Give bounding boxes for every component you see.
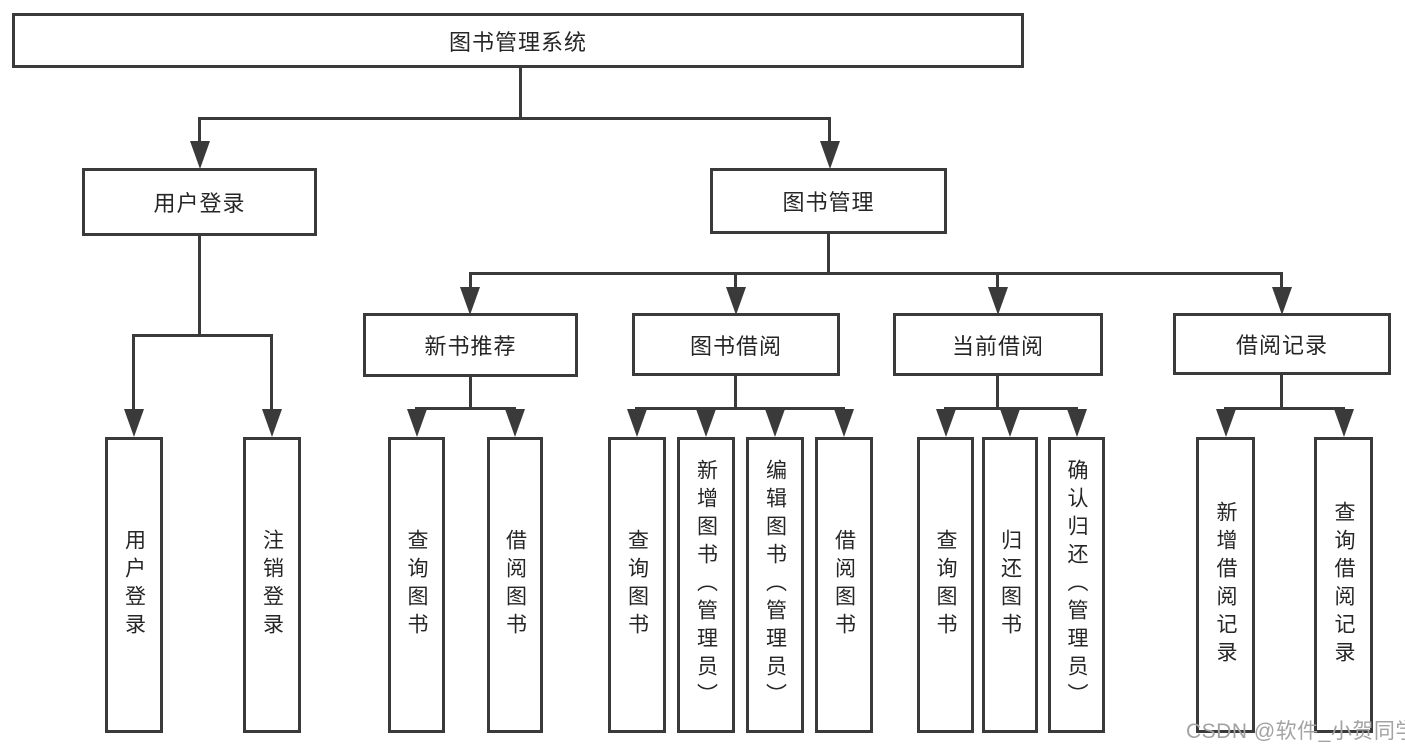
leaf-borrow-book: 借阅图书 bbox=[487, 437, 543, 733]
connector-rail bbox=[415, 407, 516, 410]
node-label: 查询借阅记录 bbox=[1332, 501, 1356, 669]
leaf-query-books: 查询图书 bbox=[388, 437, 445, 733]
leaf-add-book-admin: 新增图书（管理员） bbox=[677, 437, 735, 733]
connector-line bbox=[469, 374, 472, 410]
node-label: 借阅记录 bbox=[1235, 333, 1328, 358]
node-label: 借阅图书 bbox=[503, 529, 527, 641]
node-label: 借阅图书 bbox=[832, 529, 856, 641]
connector-line bbox=[198, 234, 201, 336]
arrow-down-icon bbox=[1216, 409, 1236, 437]
arrow-down-icon bbox=[1272, 287, 1292, 315]
connector-rail bbox=[198, 117, 831, 120]
arrow-down-icon bbox=[726, 287, 746, 315]
connector-line bbox=[1280, 374, 1283, 410]
node-label: 归还图书 bbox=[998, 529, 1022, 641]
arrow-down-icon bbox=[262, 409, 282, 437]
leaf-logout-login: 注销登录 bbox=[243, 437, 301, 733]
connector-line bbox=[734, 272, 737, 290]
node-label: 查询图书 bbox=[625, 529, 649, 641]
node-label: 查询图书 bbox=[405, 529, 429, 641]
leaf-borrow-book: 借阅图书 bbox=[815, 437, 873, 733]
leaf-query-borrow-record: 查询借阅记录 bbox=[1314, 437, 1373, 733]
connector-rail bbox=[469, 272, 1283, 275]
connector-line bbox=[996, 272, 999, 290]
leaf-query-books: 查询图书 bbox=[608, 437, 666, 733]
connector-line bbox=[1280, 272, 1283, 290]
node-label: 新增借阅记录 bbox=[1214, 501, 1238, 669]
leaf-user-login: 用户登录 bbox=[105, 437, 163, 733]
node-label: 图书借阅 bbox=[689, 333, 782, 359]
arrow-down-icon bbox=[696, 409, 716, 437]
connector-rail bbox=[132, 334, 273, 337]
connector-line bbox=[827, 231, 830, 275]
node-label: 新书推荐 bbox=[424, 334, 517, 359]
arrow-down-icon bbox=[765, 409, 785, 437]
arrow-down-icon bbox=[407, 409, 427, 437]
arrow-down-icon bbox=[988, 287, 1008, 315]
arrow-down-icon bbox=[190, 141, 210, 169]
arrow-down-icon bbox=[1067, 409, 1087, 437]
leaf-query-books: 查询图书 bbox=[917, 437, 974, 733]
connector-line bbox=[198, 117, 201, 143]
arrow-down-icon bbox=[124, 409, 144, 437]
arrow-down-icon bbox=[820, 141, 840, 169]
node-label: 新增图书（管理员） bbox=[694, 459, 718, 711]
node-library-system: 图书管理系统 bbox=[12, 13, 1024, 68]
node-user-login: 用户登录 bbox=[82, 168, 317, 236]
arrow-down-icon bbox=[1000, 409, 1020, 437]
node-borrowing-records: 借阅记录 bbox=[1173, 313, 1391, 375]
arrow-down-icon bbox=[627, 409, 647, 437]
node-label: 查询图书 bbox=[934, 529, 958, 641]
node-label: 确认归还（管理员） bbox=[1065, 459, 1089, 711]
connector-line bbox=[996, 374, 999, 410]
node-book-borrowing: 图书借阅 bbox=[632, 313, 840, 376]
leaf-edit-book-admin: 编辑图书（管理员） bbox=[746, 437, 804, 733]
connector-line bbox=[734, 374, 737, 410]
csdn-watermark: CSDN @软件_小贺同学 bbox=[1186, 720, 1405, 743]
node-label: 用户登录 bbox=[153, 191, 246, 216]
connector-line bbox=[828, 117, 831, 143]
node-label: 注销登录 bbox=[260, 529, 284, 641]
node-new-book-recommendation: 新书推荐 bbox=[363, 313, 578, 377]
node-book-management: 图书管理 bbox=[710, 168, 947, 234]
arrow-down-icon bbox=[460, 287, 480, 315]
node-label: 编辑图书（管理员） bbox=[763, 459, 787, 711]
node-label: 用户登录 bbox=[122, 529, 146, 641]
connector-rail bbox=[635, 407, 845, 410]
connector-rail bbox=[1224, 407, 1345, 410]
node-label: 图书管理系统 bbox=[448, 29, 587, 55]
arrow-down-icon bbox=[936, 409, 956, 437]
leaf-add-borrow-record: 新增借阅记录 bbox=[1196, 437, 1255, 733]
connector-line bbox=[270, 334, 273, 412]
node-label: 图书管理 bbox=[782, 190, 875, 215]
leaf-return-book: 归还图书 bbox=[982, 437, 1038, 733]
leaf-confirm-return-admin: 确认归还（管理员） bbox=[1048, 437, 1105, 733]
connector-line bbox=[132, 334, 135, 412]
arrow-down-icon bbox=[505, 409, 525, 437]
connector-rail bbox=[944, 407, 1078, 410]
connector-line bbox=[469, 272, 472, 290]
arrow-down-icon bbox=[1334, 409, 1354, 437]
node-current-borrowing: 当前借阅 bbox=[893, 313, 1103, 376]
connector-line bbox=[519, 66, 522, 120]
arrow-down-icon bbox=[834, 409, 854, 437]
node-label: 当前借阅 bbox=[951, 333, 1044, 359]
